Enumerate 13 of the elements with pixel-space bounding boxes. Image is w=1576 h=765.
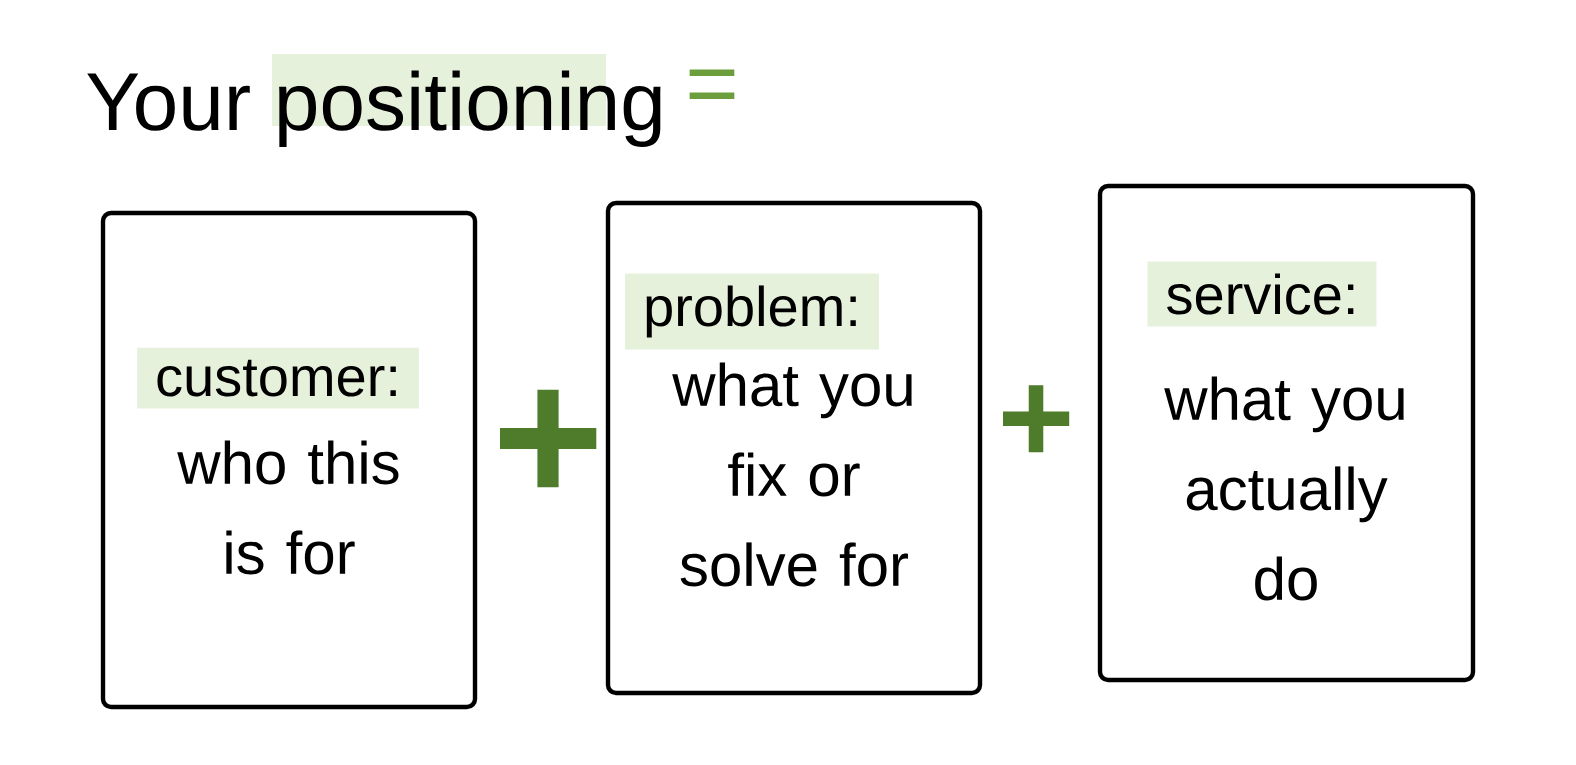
card-text: what you fix or solve for: [672, 362, 912, 587]
equals-sign: =: [689, 69, 735, 100]
plus-sign: +: [1003, 385, 1070, 453]
card: [1097, 183, 1476, 683]
highlighted-heading: service:: [1147, 261, 1377, 327]
card: [100, 210, 478, 710]
highlighted-heading: customer:: [137, 347, 419, 409]
card-text: who this is for: [177, 440, 399, 575]
card: [605, 200, 983, 696]
card-text: what you actually do: [1164, 376, 1404, 601]
plus-sign: +: [500, 389, 597, 488]
heading: Your positioning: [87, 54, 661, 147]
highlighted-heading: problem:: [625, 273, 879, 350]
